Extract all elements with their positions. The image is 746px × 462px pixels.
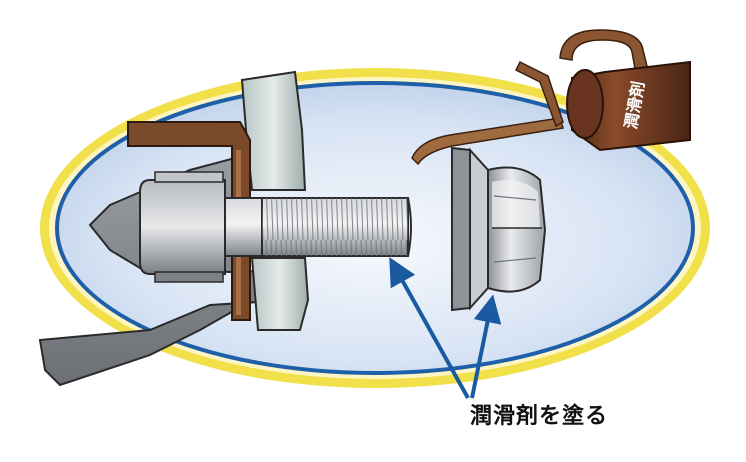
mounting-plate	[240, 70, 307, 191]
oil-can-icon: 潤滑剤	[411, 29, 691, 166]
caption-apply-lubricant: 潤滑剤を塗る	[470, 404, 609, 429]
bolt-icon	[139, 171, 412, 283]
arrow-icon	[389, 257, 502, 399]
nut-icon	[451, 146, 547, 312]
mounting-plate-lower	[250, 257, 310, 331]
